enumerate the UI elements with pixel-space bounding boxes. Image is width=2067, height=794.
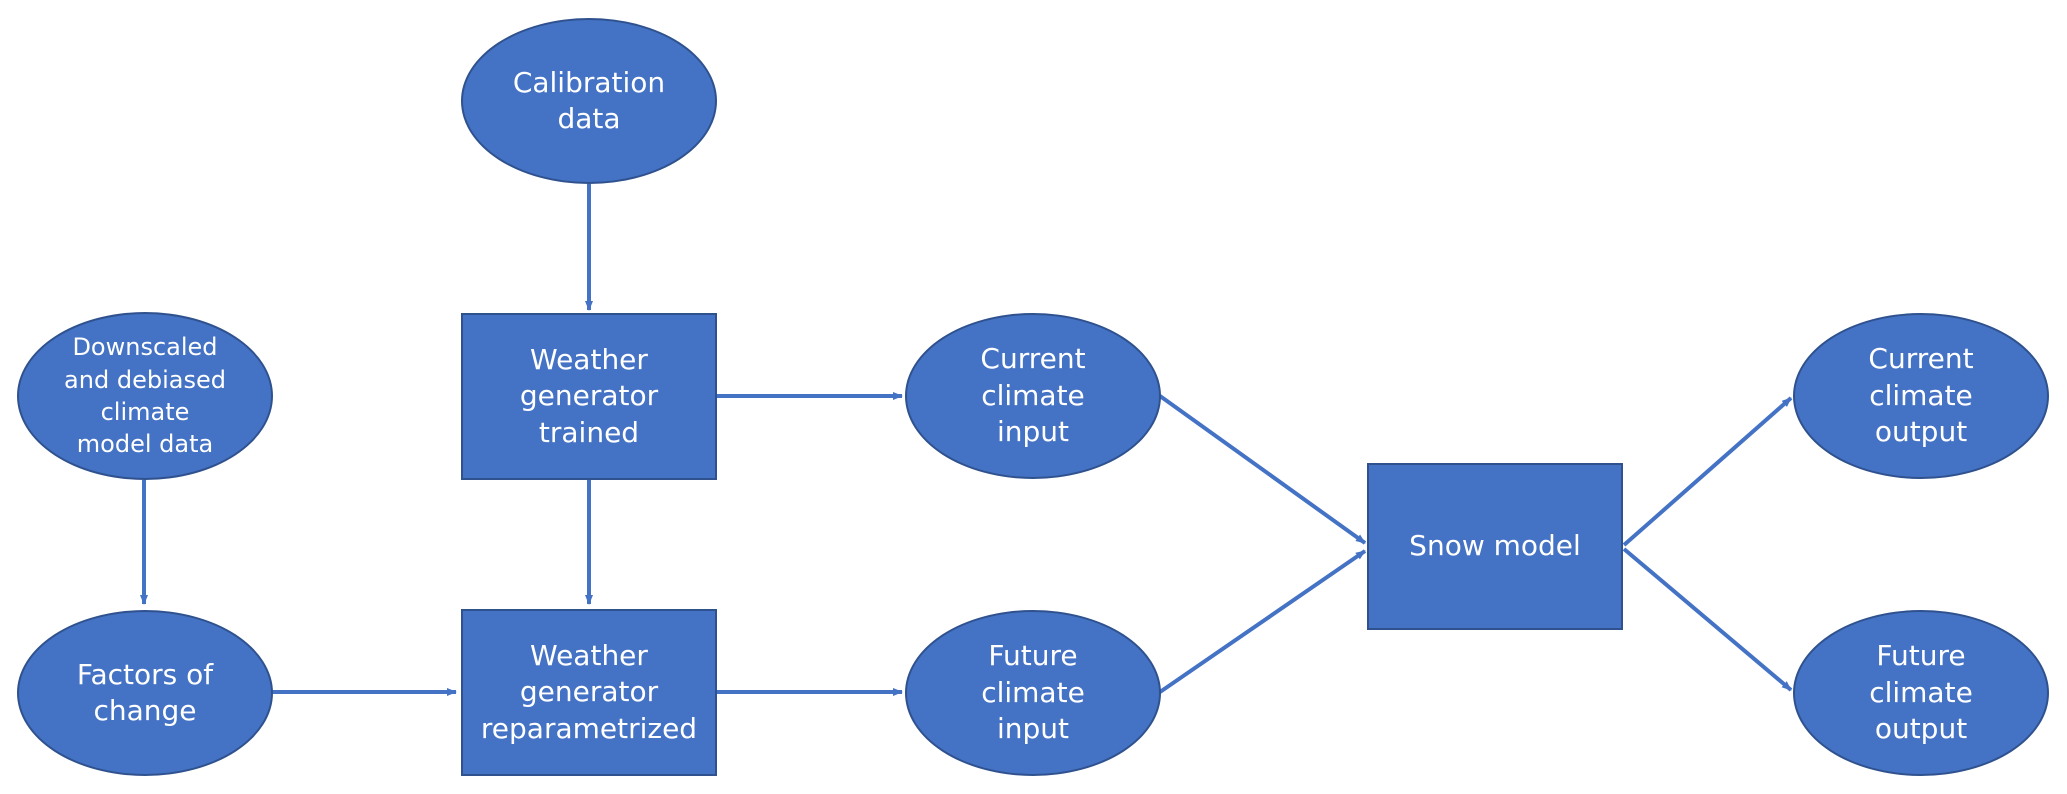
node-calibration-data: Calibration data [461,18,717,184]
node-current-climate-output: Current climate output [1793,313,2049,479]
arrow-future-input-to-snow-model [1158,549,1367,694]
node-current-climate-input: Current climate input [905,313,1161,479]
node-future-climate-input: Future climate input [905,610,1161,776]
node-snow-model: Snow model [1367,463,1623,630]
arrow-snow-model-to-current-output [1622,396,1793,547]
node-weather-generator-reparametrized: Weather generator reparametrized [461,609,717,776]
node-downscaled-data: Downscaled and debiased climate model da… [17,312,273,480]
node-weather-generator-trained: Weather generator trained [461,313,717,480]
node-factors-of-change: Factors of change [17,610,273,776]
arrow-snow-model-to-future-output [1622,547,1793,692]
node-future-climate-output: Future climate output [1793,610,2049,776]
arrow-current-input-to-snow-model [1158,394,1367,545]
